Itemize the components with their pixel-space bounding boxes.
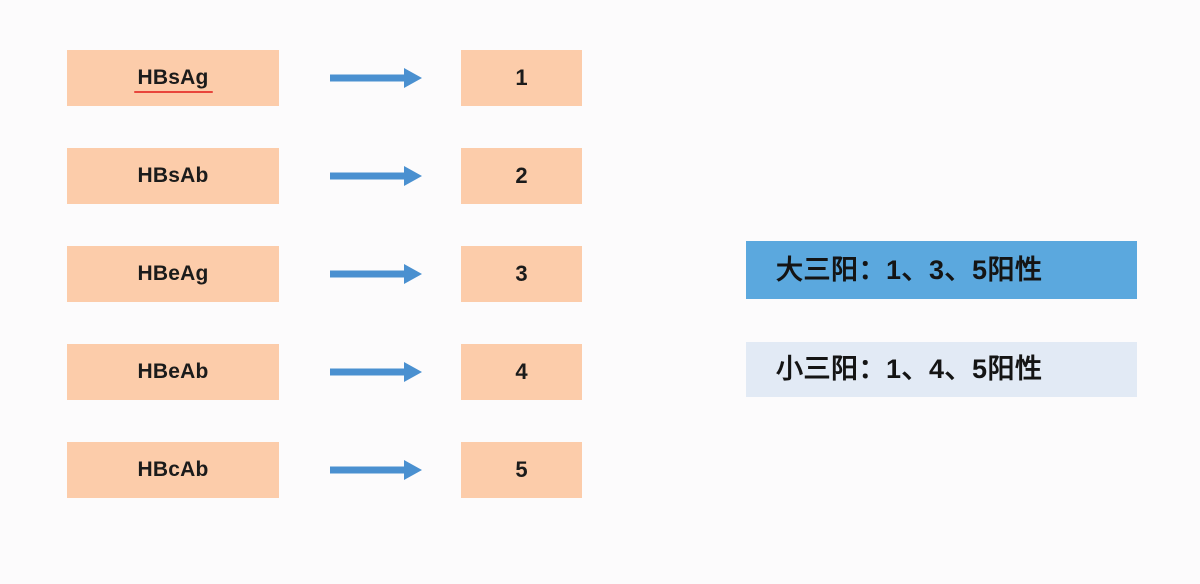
right-arrow-icon xyxy=(330,362,422,382)
marker-box-4: HBeAb xyxy=(67,344,279,400)
right-arrow-icon xyxy=(330,460,422,480)
conclusion-text-major: 大三阳：1、3、5阳性 xyxy=(776,254,1043,285)
flow-row: HBeAb 4 xyxy=(0,344,600,400)
flow-row: HBcAb 5 xyxy=(0,442,600,498)
number-box-5: 5 xyxy=(461,442,582,498)
right-arrow-icon xyxy=(330,68,422,88)
marker-label: HBsAg xyxy=(134,65,213,93)
marker-box-5: HBcAb xyxy=(67,442,279,498)
number-box-3: 3 xyxy=(461,246,582,302)
marker-box-2: HBsAb xyxy=(67,148,279,204)
marker-label: HBcAb xyxy=(137,457,209,481)
marker-label: HBeAg xyxy=(137,261,209,285)
marker-label: HBsAb xyxy=(137,163,209,187)
flow-row: HBeAg 3 xyxy=(0,246,600,302)
number-label: 2 xyxy=(515,163,528,188)
marker-label: HBeAb xyxy=(137,359,209,383)
conclusion-box-minor: 小三阳：1、4、5阳性 xyxy=(746,342,1137,397)
flow-row: HBsAb 2 xyxy=(0,148,600,204)
right-arrow-icon xyxy=(330,166,422,186)
number-label: 3 xyxy=(515,261,528,286)
conclusion-box-major: 大三阳：1、3、5阳性 xyxy=(746,241,1137,299)
number-box-2: 2 xyxy=(461,148,582,204)
number-label: 5 xyxy=(515,457,528,482)
flow-row: HBsAg 1 xyxy=(0,50,600,106)
marker-box-1: HBsAg xyxy=(67,50,279,106)
right-arrow-icon xyxy=(330,264,422,284)
number-label: 4 xyxy=(515,359,528,384)
number-box-4: 4 xyxy=(461,344,582,400)
number-label: 1 xyxy=(515,65,528,90)
conclusion-text-minor: 小三阳：1、4、5阳性 xyxy=(776,354,1043,384)
number-box-1: 1 xyxy=(461,50,582,106)
marker-box-3: HBeAg xyxy=(67,246,279,302)
